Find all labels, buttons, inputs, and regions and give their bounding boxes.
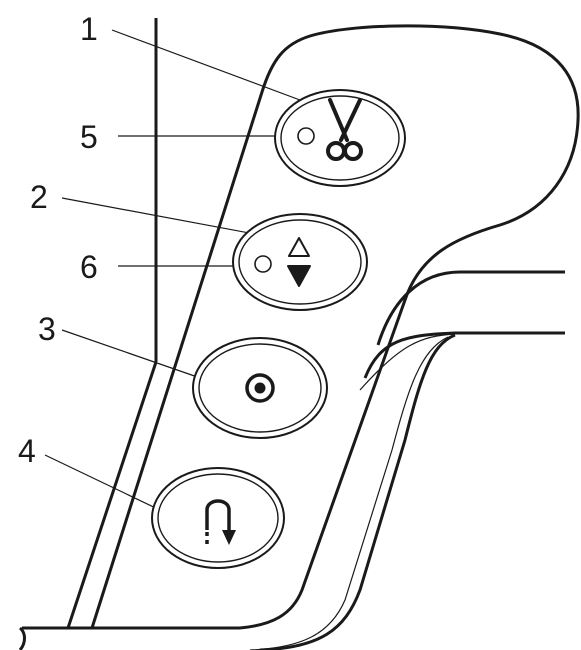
- start-stop-button[interactable]: [192, 337, 328, 439]
- callout-labels: 1 5 2 6 3 4: [18, 11, 98, 469]
- callout-3: 3: [38, 311, 56, 347]
- needle-position-button[interactable]: [232, 213, 368, 311]
- needle-up-down-icon: [287, 237, 311, 287]
- inner-contour-thin: [359, 333, 456, 391]
- callout-2: 2: [30, 179, 48, 215]
- callout-1: 1: [80, 11, 98, 47]
- reverse-stitch-button[interactable]: [151, 467, 285, 569]
- leader-4: [44, 454, 165, 513]
- needle-position-led: [254, 255, 272, 273]
- callout-6: 6: [80, 249, 98, 285]
- reverse-stitch-icon: [205, 499, 236, 548]
- front-sweep-thin: [249, 336, 449, 650]
- leader-3: [61, 329, 207, 381]
- thread-cutter-button[interactable]: [274, 89, 406, 187]
- leader-2: [61, 197, 277, 239]
- base-corner: [18, 626, 26, 650]
- body-edge-diagonal-outer: [66, 361, 158, 629]
- inner-contour-upper: [376, 270, 565, 346]
- inner-contour-lower: [363, 331, 565, 379]
- leader-lines: [44, 29, 317, 513]
- panel-outline: [90, 24, 580, 630]
- scissors-icon: [326, 98, 363, 161]
- callout-4: 4: [18, 433, 36, 469]
- leader-1: [111, 29, 317, 107]
- start-stop-icon: [245, 373, 275, 403]
- thread-cutter-led: [297, 127, 315, 145]
- front-sweep-thick: [259, 333, 456, 650]
- callout-5: 5: [80, 119, 98, 155]
- machine-body-outline: [18, 18, 580, 650]
